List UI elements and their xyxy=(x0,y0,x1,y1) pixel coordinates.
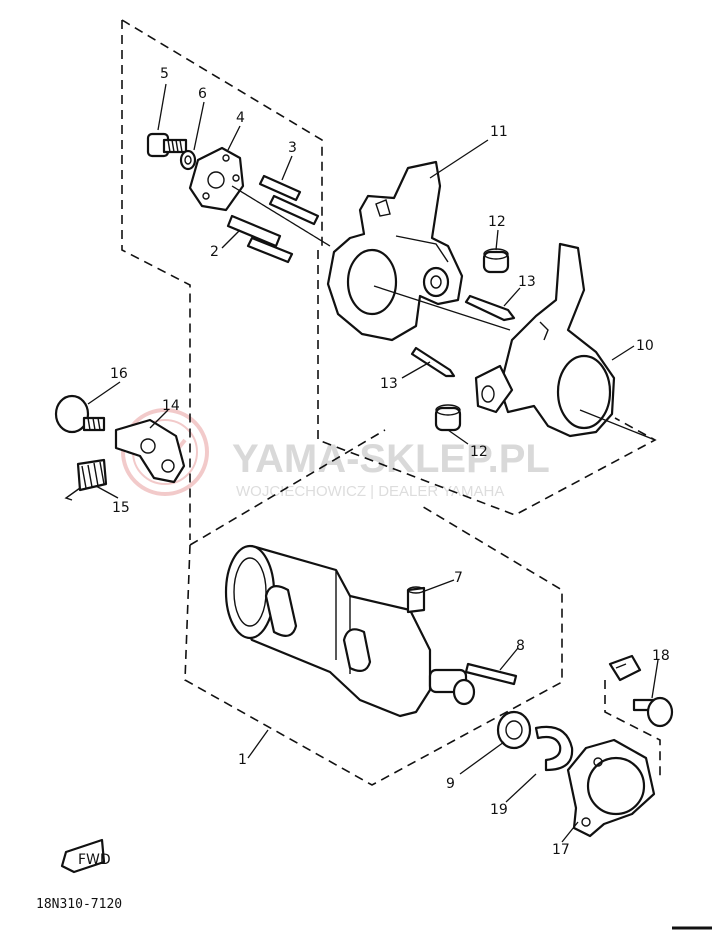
part-12-roller-lower xyxy=(434,404,462,432)
part-4-plate xyxy=(188,146,245,212)
part-18-bolt xyxy=(608,654,674,728)
group-outline-shift-drum xyxy=(184,429,563,786)
part-5-bolt xyxy=(146,132,188,158)
fwd-label: FWD xyxy=(78,852,111,868)
part-1-shift-drum xyxy=(224,544,476,718)
callout-8: 8 xyxy=(516,638,525,654)
group-outline-top-left xyxy=(121,19,323,540)
part-6-washer xyxy=(179,149,197,171)
group-outline-stopper xyxy=(604,680,661,780)
part-12-roller-upper xyxy=(482,248,510,274)
callout-9: 9 xyxy=(446,776,455,792)
callout-13-lower: 13 xyxy=(380,376,398,392)
part-10-shift-fork xyxy=(474,242,616,438)
callout-18: 18 xyxy=(652,648,670,664)
callout-12-lower: 12 xyxy=(470,444,488,460)
part-13-cotter-pin-lower xyxy=(410,346,456,378)
callout-2: 2 xyxy=(210,244,219,260)
callout-16: 16 xyxy=(110,366,128,382)
callout-3: 3 xyxy=(288,140,297,156)
drawing-code: 18N310-7120 xyxy=(36,897,122,912)
callout-7: 7 xyxy=(454,570,463,586)
part-13-cotter-pin-upper xyxy=(464,294,516,322)
part-15-spring xyxy=(64,458,108,501)
part-9-washer xyxy=(496,710,532,750)
part-11-shift-fork xyxy=(326,160,464,342)
callout-14: 14 xyxy=(162,398,180,414)
part-17-cover xyxy=(566,738,656,838)
callout-1: 1 xyxy=(238,752,247,768)
part-19-circlip xyxy=(534,725,574,772)
watermark: YAMA-SKLEP.PL WOJCIECHOWICZ | DEALER YAM… xyxy=(121,408,550,500)
group-outline-shift-forks xyxy=(317,250,657,516)
callout-5: 5 xyxy=(160,66,169,82)
callout-6: 6 xyxy=(198,86,207,102)
callout-10: 10 xyxy=(636,338,654,354)
part-3-pins xyxy=(258,174,320,226)
callout-17: 17 xyxy=(552,842,570,858)
leader-lines xyxy=(87,83,659,843)
callout-12-upper: 12 xyxy=(488,214,506,230)
part-2-pins xyxy=(226,214,294,264)
watermark-title: YAMA-SKLEP.PL xyxy=(232,437,550,481)
part-16-screw xyxy=(54,394,106,434)
fwd-direction-marker: FWD xyxy=(60,838,111,874)
callout-13-upper: 13 xyxy=(518,274,536,290)
callout-19: 19 xyxy=(490,802,508,818)
watermark-subtitle: WOJCIECHOWICZ | DEALER YAMAHA xyxy=(236,483,504,500)
callout-11: 11 xyxy=(490,124,508,140)
part-7-pin xyxy=(406,586,426,614)
callout-15: 15 xyxy=(112,500,130,516)
callouts: 5 6 4 3 2 11 12 13 10 13 12 16 14 15 7 8… xyxy=(110,66,670,858)
part-8-dowel xyxy=(464,662,518,686)
callout-4: 4 xyxy=(236,110,245,126)
part-14-stopper-lever xyxy=(114,418,186,484)
